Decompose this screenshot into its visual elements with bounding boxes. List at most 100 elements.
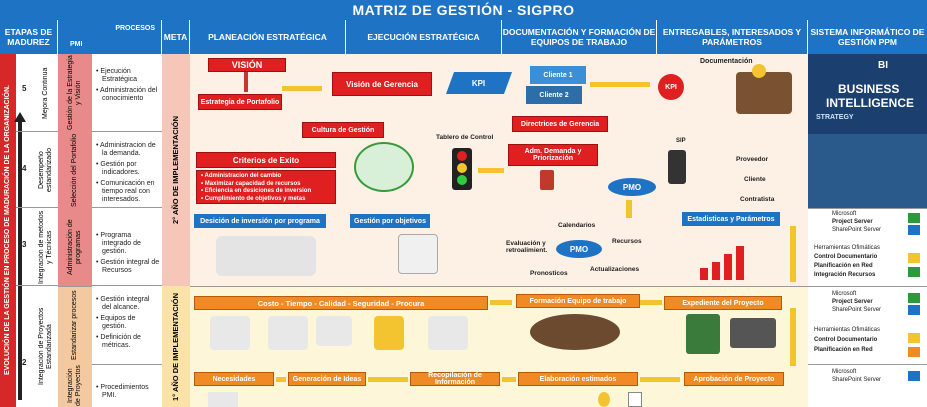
evolution-label: EVOLUCIÓN DE LA GESTIÓN EN PROCESO DE MA… [0, 54, 16, 407]
laptop-icon [730, 318, 776, 348]
header-entregables: ENTREGABLES, INTERESADOS Y PARÁMETROS [657, 20, 808, 54]
arrow-to-expediente [640, 300, 662, 305]
row-3-number: 3 [22, 240, 26, 249]
tablero-label: Tablero de Control [436, 134, 493, 141]
business-label: BUSINESS [838, 82, 899, 96]
formacion-box: Formación Equipo de trabajo [516, 294, 640, 308]
arrow-up-pmo [626, 200, 632, 218]
contratista-label: Contratista [740, 196, 774, 203]
worker-icon [540, 170, 554, 190]
arrow-to-demanda [478, 168, 504, 173]
criterio-item: • Cumplimiento de objetivos y metas [201, 196, 331, 204]
row-5-bullets: • Ejecución Estratégica • Administración… [92, 64, 162, 106]
elaboracion-box: Elaboración estimados [518, 372, 638, 386]
decision-inversion-box: Desición de inversión por programa [194, 214, 326, 228]
vision-gerencia-box: Visión de Gerencia [332, 72, 432, 96]
decision-path-icon [216, 236, 316, 276]
folder-icon [908, 253, 920, 263]
ms-label: Microsoft [832, 211, 856, 217]
criterios-box: Criterios de Exito [196, 152, 336, 168]
row-4-etapa: Desempeño estandarizado [36, 132, 56, 208]
evaluacion-label: Evaluación y retroalimient. [506, 240, 550, 254]
header-sistema: SISTEMA INFORMÁTICO DE GESTIÓN PPM [808, 20, 927, 54]
header-documentacion: DOCUMENTACIÓN Y FORMACIÓN DE EQUIPOS DE … [502, 20, 657, 54]
criterio-item: • Administracion del cambio [201, 173, 331, 181]
calendarios-label: Calendarios [558, 222, 595, 229]
sistema-row3: Microsoft Project Server SharePoint Serv… [808, 208, 927, 286]
arrow-to-formacion [490, 300, 512, 305]
folder-icon [908, 333, 920, 343]
header-ejecucion: EJECUCIÓN ESTRATÉGICA [346, 20, 502, 54]
row-5-bullet: • Ejecución Estratégica [96, 68, 160, 84]
row-4-bullet: • Comunicación en tiempo real con intere… [96, 180, 160, 204]
strategy-label: STRATEGY [816, 114, 854, 121]
sistema-row2: Microsoft Project Server SharePoint Serv… [808, 286, 927, 364]
growth-chart-icon [700, 240, 760, 280]
row-4-proceso: Selección del Portafolio [58, 132, 92, 208]
arrow-to-vision-gerencia [282, 86, 322, 91]
intelligence-label: INTELLIGENCE [826, 96, 914, 110]
costo-bar: Costo - Tiempo - Calidad - Seguridad - P… [194, 296, 488, 310]
pronosticos-label: Pronosticos [530, 270, 568, 277]
recopilacion-box: Recopilación de Información [410, 372, 500, 386]
checklist-icon [398, 234, 438, 274]
sip-label: SIP [676, 138, 686, 144]
row-2-bullet: • Gestión integral del alcance. [96, 296, 160, 312]
row-1-bullet: • Procedimientos PMI. [96, 384, 160, 400]
bi-panel: BI BUSINESS INTELLIGENCE STRATEGY [808, 54, 927, 208]
calendar-icon [628, 392, 642, 407]
row-3: 3 Integración de metodos y Técnicas Admi… [16, 208, 162, 286]
row-2-bullets: • Gestión integral del alcance. • Equipo… [92, 292, 162, 353]
row-5-bullet: • Administración del conocimiento [96, 87, 160, 103]
tool-label: Herramientas Ofimáticas [814, 245, 880, 251]
row-divider [92, 364, 162, 365]
kpi-diamond: KPI [446, 72, 512, 94]
pmo1-oval: PMO [608, 178, 656, 196]
documentacion-label: Documentación [700, 58, 753, 65]
person-desk-icon [736, 72, 792, 114]
proveedor-label: Proveedor [736, 156, 768, 163]
recursos-label: Recursos [612, 238, 642, 245]
meta-lower: 1° AÑO DE IMPLEMENTACIÓN [162, 286, 190, 407]
row-2-bullet: • Equipos de gestión. [96, 315, 160, 331]
row-4-bullets: • Administracion de la demanda. • Gestió… [92, 138, 162, 207]
quality-icon [316, 316, 352, 346]
row-4: 4 Desempeño estandarizado Selección del … [16, 132, 162, 208]
tool-label: Control Documentario [814, 337, 877, 343]
dollar-icon [598, 392, 610, 407]
tool-label: Planificación en Red [814, 347, 873, 353]
criterio-item: • Maximizar capacidad de recursos [201, 181, 331, 189]
header-procesos-pmi: PROCESOS PMI [58, 20, 162, 54]
meta-lower-label: 1° AÑO DE IMPLEMENTACIÓN [162, 286, 190, 407]
directrices-box: Directrices de Gerencia [512, 116, 608, 132]
row-1-proceso: Integración de Proyectos [58, 364, 92, 407]
kpi2-circle: KPI [658, 74, 684, 100]
estrategia-portafolio-box: Estrategia de Portafolio [198, 94, 282, 110]
evolution-strip: EVOLUCIÓN DE LA GESTIÓN EN PROCESO DE MA… [0, 54, 16, 407]
meta-upper-label: 2° AÑO DE IMPLEMENTACIÓN [162, 54, 190, 286]
cultura-gestion-box: Cultura de Gestión [302, 122, 384, 138]
row-3-bullets: • Programa integrado de gestión. • Gesti… [92, 228, 162, 278]
arrow-3 [502, 377, 516, 382]
binders-icon [686, 314, 720, 354]
row-2-number: 2 [22, 358, 26, 367]
header-meta: META [162, 20, 190, 54]
aprobacion-box: Aprobación de Proyecto [684, 372, 784, 386]
cycle-icon [354, 142, 414, 192]
server-image [808, 134, 927, 208]
row-4-bullet: • Gestión por indicadores. [96, 161, 160, 177]
header-etapas: ETAPAS DE MADUREZ [0, 20, 58, 54]
expediente-box: Expediente del Proyecto [664, 296, 782, 310]
row-4-number: 4 [22, 164, 26, 173]
row-2-bullet: • Definición de métricas. [96, 334, 160, 350]
project-server-label: Project Server [832, 219, 873, 225]
row-3-bullet: • Programa integrado de gestión. [96, 232, 160, 256]
row-4-bullet: • Administracion de la demanda. [96, 142, 160, 158]
person-head-icon [752, 64, 766, 78]
criterios-list: • Administracion del cambio • Maximizar … [196, 170, 336, 204]
row-2-proceso: Estandarizar procesos [58, 286, 92, 364]
header-planeacion: PLANEACIÓN ESTRATÉGICA [190, 20, 346, 54]
sip-person-icon [668, 150, 686, 184]
tool-label: Planificación en Red [814, 263, 873, 269]
header-pmi: PMI [58, 34, 161, 50]
